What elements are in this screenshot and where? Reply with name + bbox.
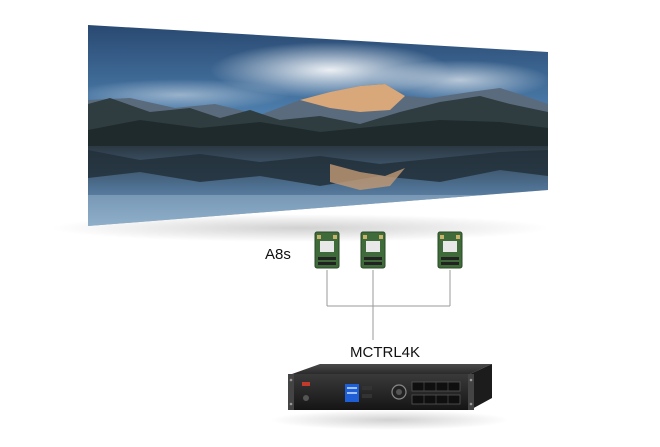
receiver-label: A8s	[265, 246, 291, 263]
led-controller-icon	[270, 364, 510, 430]
controller-label: MCTRL4K	[350, 344, 421, 361]
receiving-card-icon	[360, 231, 386, 269]
led-screen-icon	[50, 25, 550, 242]
receiving-card-icon	[437, 231, 463, 269]
receiving-card-icon	[314, 231, 340, 269]
connector-lines	[326, 270, 451, 340]
